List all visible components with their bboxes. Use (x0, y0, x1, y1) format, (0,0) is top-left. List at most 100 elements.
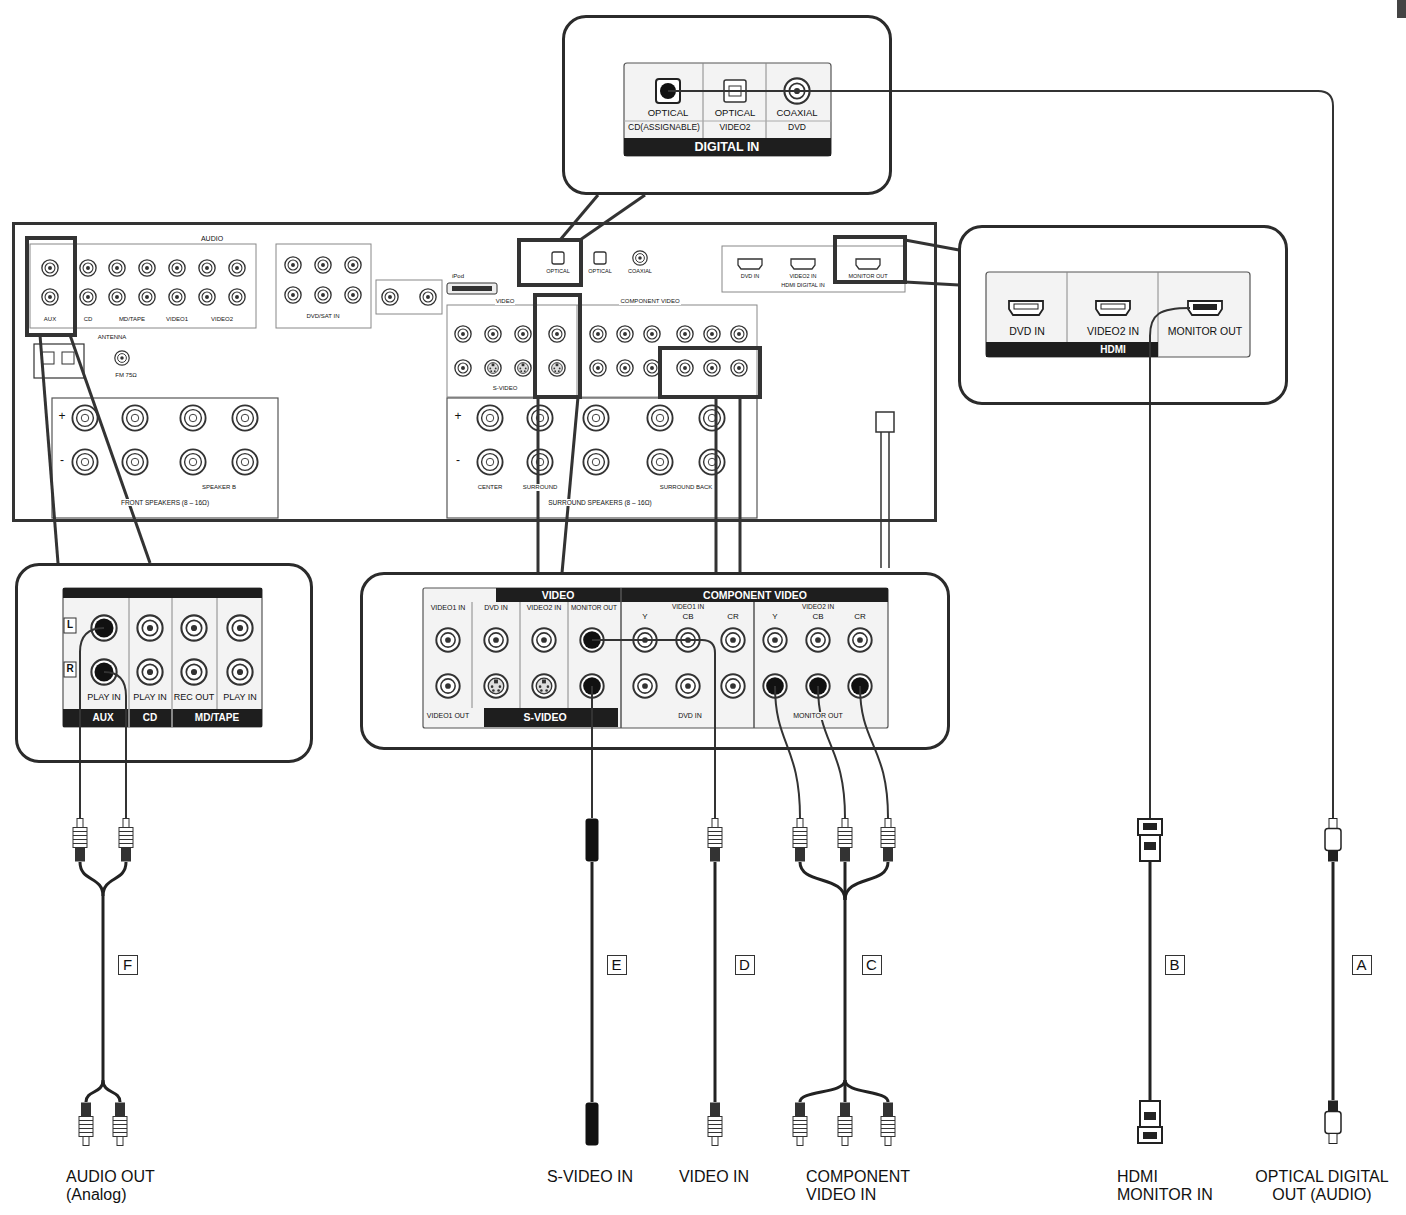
jack-label: SPEAKER B (201, 484, 237, 491)
video-jacks (590, 360, 606, 376)
video-jacks (515, 326, 531, 342)
video-faceplate (532, 628, 555, 651)
video-jacks (549, 360, 565, 376)
jack-label: HDMI DIGITAL IN (780, 282, 825, 288)
cable (80, 91, 1333, 818)
cable (845, 862, 888, 900)
video-jacks (447, 305, 757, 397)
audio-jack-row (80, 289, 96, 305)
cable (80, 628, 104, 818)
hdmi-faceplate (1009, 301, 1043, 315)
cable (844, 862, 847, 1080)
audio-jack-row (420, 289, 436, 305)
speaker-terminals (122, 405, 147, 430)
audio-faceplate (227, 659, 252, 684)
highlight-box (660, 348, 760, 397)
audio-faceplate (172, 598, 173, 709)
cable (102, 896, 105, 1080)
cable-plug (708, 1103, 722, 1146)
cable (668, 91, 1333, 818)
cable-letter-text: D (739, 956, 750, 973)
cable (86, 1080, 103, 1102)
cable-plug (79, 1103, 93, 1146)
jack-label: CB (812, 612, 823, 621)
jack-label: CD (143, 712, 157, 724)
audio-jack-row (169, 289, 185, 305)
cable (80, 862, 103, 896)
digital-in-faceplate (703, 63, 704, 138)
jack-label: - (59, 454, 65, 468)
audio-jack-row (315, 257, 331, 273)
device-label: OPTICAL DIGITAL OUT (AUDIO) (1246, 1168, 1398, 1205)
callout-panel: LRPLAY INPLAY INREC OUTPLAY INAUXCDMD/TA… (15, 563, 313, 763)
jack-label: R (66, 663, 73, 675)
digital-in-jacks (552, 251, 647, 265)
video-jacks (447, 305, 757, 397)
hdmi-ports (722, 246, 905, 292)
jack-label: AUX (43, 316, 57, 323)
jack-label: L (67, 619, 73, 631)
jack-label: SURROUND (522, 484, 559, 491)
jack-label: ANTENNA (97, 334, 128, 341)
jack-label: DIGITAL IN (695, 140, 760, 154)
jack-label: AUDIO (200, 235, 224, 243)
device-label: AUDIO OUT (Analog) (66, 1168, 178, 1205)
jack-label: OPTICAL (587, 268, 613, 274)
hdmi-faceplate (986, 272, 1250, 357)
zoom-leader (70, 335, 150, 563)
video-jacks (704, 360, 720, 376)
speaker-terminals (583, 449, 608, 474)
cable-plug (881, 819, 895, 862)
audio-jack-row (382, 289, 398, 305)
jack-label: FRONT SPEAKERS (8 – 16Ω) (120, 499, 210, 506)
zoom-leader (562, 397, 578, 573)
cable (1149, 862, 1152, 1100)
highlight-box (535, 295, 580, 397)
cable-letter-text: A (1356, 956, 1366, 973)
video-jacks (644, 360, 660, 376)
antenna-terminals (115, 351, 129, 365)
highlight-box (519, 240, 581, 285)
audio-faceplate (217, 598, 218, 709)
cable-plug (838, 1103, 852, 1146)
cable (775, 686, 800, 818)
jack-label: VIDEO2 (210, 316, 234, 323)
audio-jack-row (169, 260, 185, 276)
speaker-terminals (52, 398, 278, 518)
speaker-terminals (180, 449, 205, 474)
jack-label: Y (642, 612, 647, 621)
jack-label: COAXIAL (776, 108, 817, 119)
jack-label: VIDEO2 IN (802, 603, 834, 610)
audio-jack-row (109, 260, 125, 276)
video-jacks (455, 360, 471, 376)
cable (714, 862, 717, 1102)
speaker-terminals (232, 405, 257, 430)
jack-label: HDMI (1100, 344, 1126, 356)
highlight-box (835, 237, 905, 282)
hdmi-ports (722, 246, 905, 292)
jack-label: - (455, 454, 461, 468)
audio-jack-row (42, 260, 58, 276)
video-faceplate (753, 602, 755, 728)
cable (591, 686, 593, 818)
speaker-terminals (527, 405, 552, 430)
cable-plug (586, 819, 599, 862)
video-faceplate (633, 674, 656, 697)
speaker-terminals (447, 398, 757, 518)
jack-label: MONITOR OUT (571, 604, 617, 611)
zoom-leader (739, 397, 742, 573)
jack-label: COAXIAL (627, 268, 653, 274)
jack-label: MD/TAPE (118, 316, 146, 323)
hdmi-faceplate (986, 272, 1250, 357)
jack-label: DVD/SAT IN (305, 313, 340, 320)
hdmi-faceplate (1096, 301, 1130, 315)
zoom-leader (715, 397, 718, 573)
device-label: HDMI MONITOR IN (1117, 1168, 1229, 1205)
cable (800, 862, 845, 900)
audio-faceplate (172, 709, 173, 727)
jack-label: DVD IN (678, 712, 702, 720)
audio-faceplate (137, 659, 162, 684)
jack-label: OPTICAL (715, 108, 756, 119)
jack-label: CENTER (477, 484, 504, 491)
power-cord (880, 432, 882, 568)
